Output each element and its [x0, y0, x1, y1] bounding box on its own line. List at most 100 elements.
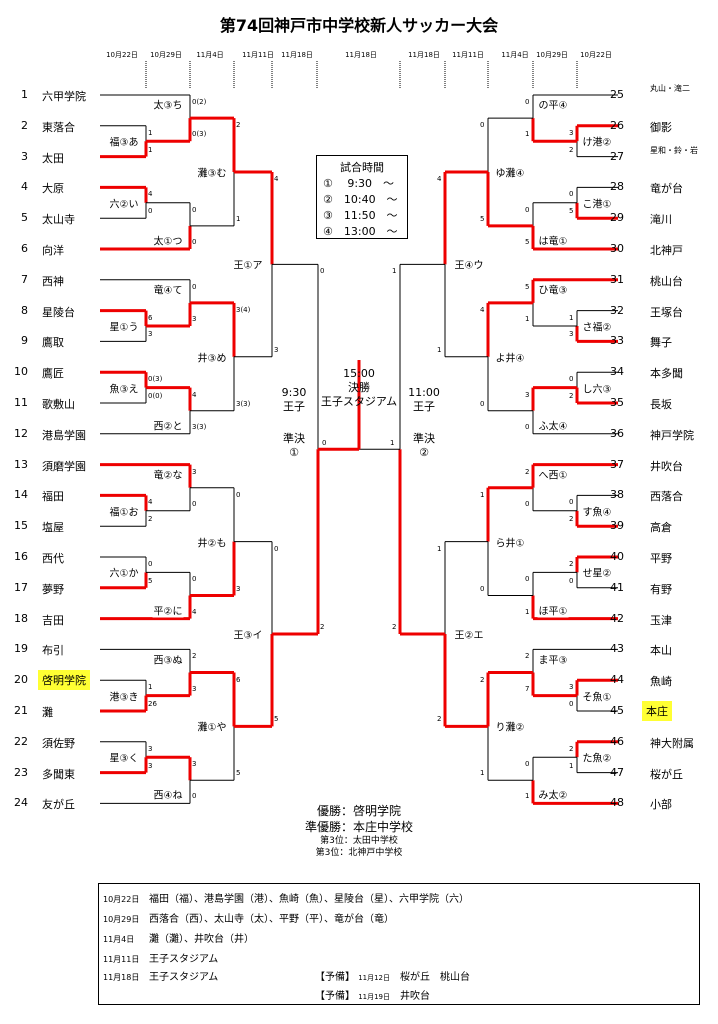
note-line: 11月18日王子スタジアム: [103, 972, 219, 983]
team-number: 38: [610, 488, 624, 502]
match-score: 5: [525, 238, 530, 246]
schedule-row: ② 10:40 ～: [323, 193, 398, 206]
match-label: 太①つ: [152, 232, 184, 248]
team-name: 御影: [650, 120, 672, 134]
team-name: 多聞東: [42, 767, 75, 781]
match-score: 4: [480, 305, 485, 314]
match-score: 2: [192, 652, 197, 661]
team-name: 塩屋: [42, 521, 64, 535]
match-score: 3: [192, 315, 197, 323]
team-name: 福田: [42, 490, 64, 504]
third-place: 第3位：北神戸中学校: [315, 848, 403, 858]
match-score: 1: [148, 683, 153, 692]
match-label: せ星②: [581, 564, 613, 580]
semi-right-time: 11:00: [408, 386, 440, 399]
team-name: 須佐野: [42, 736, 75, 750]
third-place: 第3位：太田中学校: [320, 836, 398, 846]
match-label: 福①お: [108, 503, 140, 519]
match-score: 0: [236, 490, 241, 499]
match-score: 5: [148, 576, 153, 585]
team-number: 16: [14, 550, 28, 563]
match-label: ら井①: [494, 534, 526, 550]
match-score: 2: [569, 145, 574, 154]
match-label: ひ竜③: [537, 281, 569, 297]
round-date: 11月4日: [501, 51, 529, 59]
match-label: す魚④: [581, 503, 613, 519]
match-score: 2: [569, 560, 574, 568]
match-score: 0: [192, 205, 197, 214]
final-time: 15:00: [343, 367, 375, 380]
match-label: 星③く: [108, 749, 140, 765]
team-name: 向洋: [42, 244, 64, 257]
team-name: 太山寺: [42, 213, 75, 227]
match-score: 0(0): [148, 392, 163, 400]
match-score: 0: [569, 576, 574, 585]
match-score: 1: [480, 769, 485, 778]
note-line: 10月22日福田（福）、港島学園（港）、魚崎（魚）、星陵台（星）、六甲学院（六）: [103, 894, 469, 905]
team-name: 啓明学院: [38, 670, 90, 691]
team-number: 12: [14, 426, 28, 440]
team-name: 灘: [42, 706, 53, 719]
match-score: 2: [148, 515, 153, 524]
round-date: 11月18日: [281, 51, 313, 59]
match-score: 2: [525, 467, 530, 476]
team-name: 歌敷山: [42, 398, 75, 411]
round-date: 11月4日: [196, 51, 224, 59]
match-score: 1: [236, 214, 241, 223]
match-score: 2: [236, 121, 241, 130]
match-score: 26: [148, 700, 157, 708]
match-score: 0: [192, 792, 197, 801]
match-label: 王②エ: [453, 626, 485, 642]
final-results: 優勝：啓明学院 準優勝：本庄中学校 第3位：太田中学校 第3位：北神戸中学校: [0, 803, 718, 859]
match-label: 平②に: [152, 602, 184, 617]
team-name: 玉津: [650, 613, 672, 627]
match-score: 5: [525, 282, 530, 291]
match-score: 3: [236, 584, 241, 593]
match-score: 5: [569, 207, 574, 216]
team-name: 竜が台: [650, 182, 683, 196]
match-score: 4: [437, 175, 442, 183]
match-label: 六②い: [108, 195, 140, 211]
match-score: 0: [320, 267, 325, 276]
match-score: 4: [148, 190, 153, 199]
match-label: み太②: [537, 786, 569, 802]
match-score: 3: [569, 128, 574, 137]
match-label: へ西①: [537, 466, 569, 482]
match-score: 0: [569, 498, 574, 507]
match-label: り灘②: [494, 718, 526, 734]
match-label: 井②も: [196, 534, 228, 550]
match-score: 1: [437, 544, 442, 553]
match-label: 西④ね: [152, 786, 184, 802]
match-label: た魚②: [581, 749, 613, 765]
team-number: 30: [610, 242, 624, 255]
team-number: 29: [610, 211, 624, 225]
match-score: 7: [525, 684, 530, 693]
reserve-line: 【予備】 11月12日 桜が丘 桃山台: [315, 972, 471, 983]
match-label: 西③ぬ: [152, 651, 184, 666]
match-label: 竜④て: [152, 281, 184, 297]
team-name: 魚崎: [650, 675, 672, 689]
team-number: 33: [610, 334, 624, 348]
team-name: 神戸学院: [650, 428, 694, 442]
match-score: 1: [569, 761, 574, 770]
match-label: 港③き: [108, 688, 140, 704]
team-number: 40: [610, 550, 624, 563]
match-score: 0(3): [148, 375, 163, 384]
match-score: 0: [525, 499, 530, 508]
match-label: ゆ灘④: [494, 164, 526, 180]
match-score: 0: [569, 190, 574, 199]
match-label: ふ太④: [537, 417, 569, 433]
team-number: 42: [610, 611, 624, 625]
match-score: 0: [525, 98, 530, 106]
match-score: 6: [148, 313, 153, 322]
match-score: 5: [480, 214, 485, 223]
team-name: 高倉: [650, 521, 672, 535]
match-score: 0: [525, 422, 530, 431]
schedule-row: ④ 13:00 ～: [323, 225, 398, 238]
match-score: 2: [320, 623, 325, 631]
match-score: 3: [569, 330, 574, 339]
team-number: 25: [610, 88, 624, 101]
match-label: こ港①: [581, 195, 613, 211]
match-score: 0: [322, 439, 327, 448]
note-line: 10月29日西落合（西）、太山寺（太）、平野（平）、竜が台（竜）: [103, 914, 394, 925]
